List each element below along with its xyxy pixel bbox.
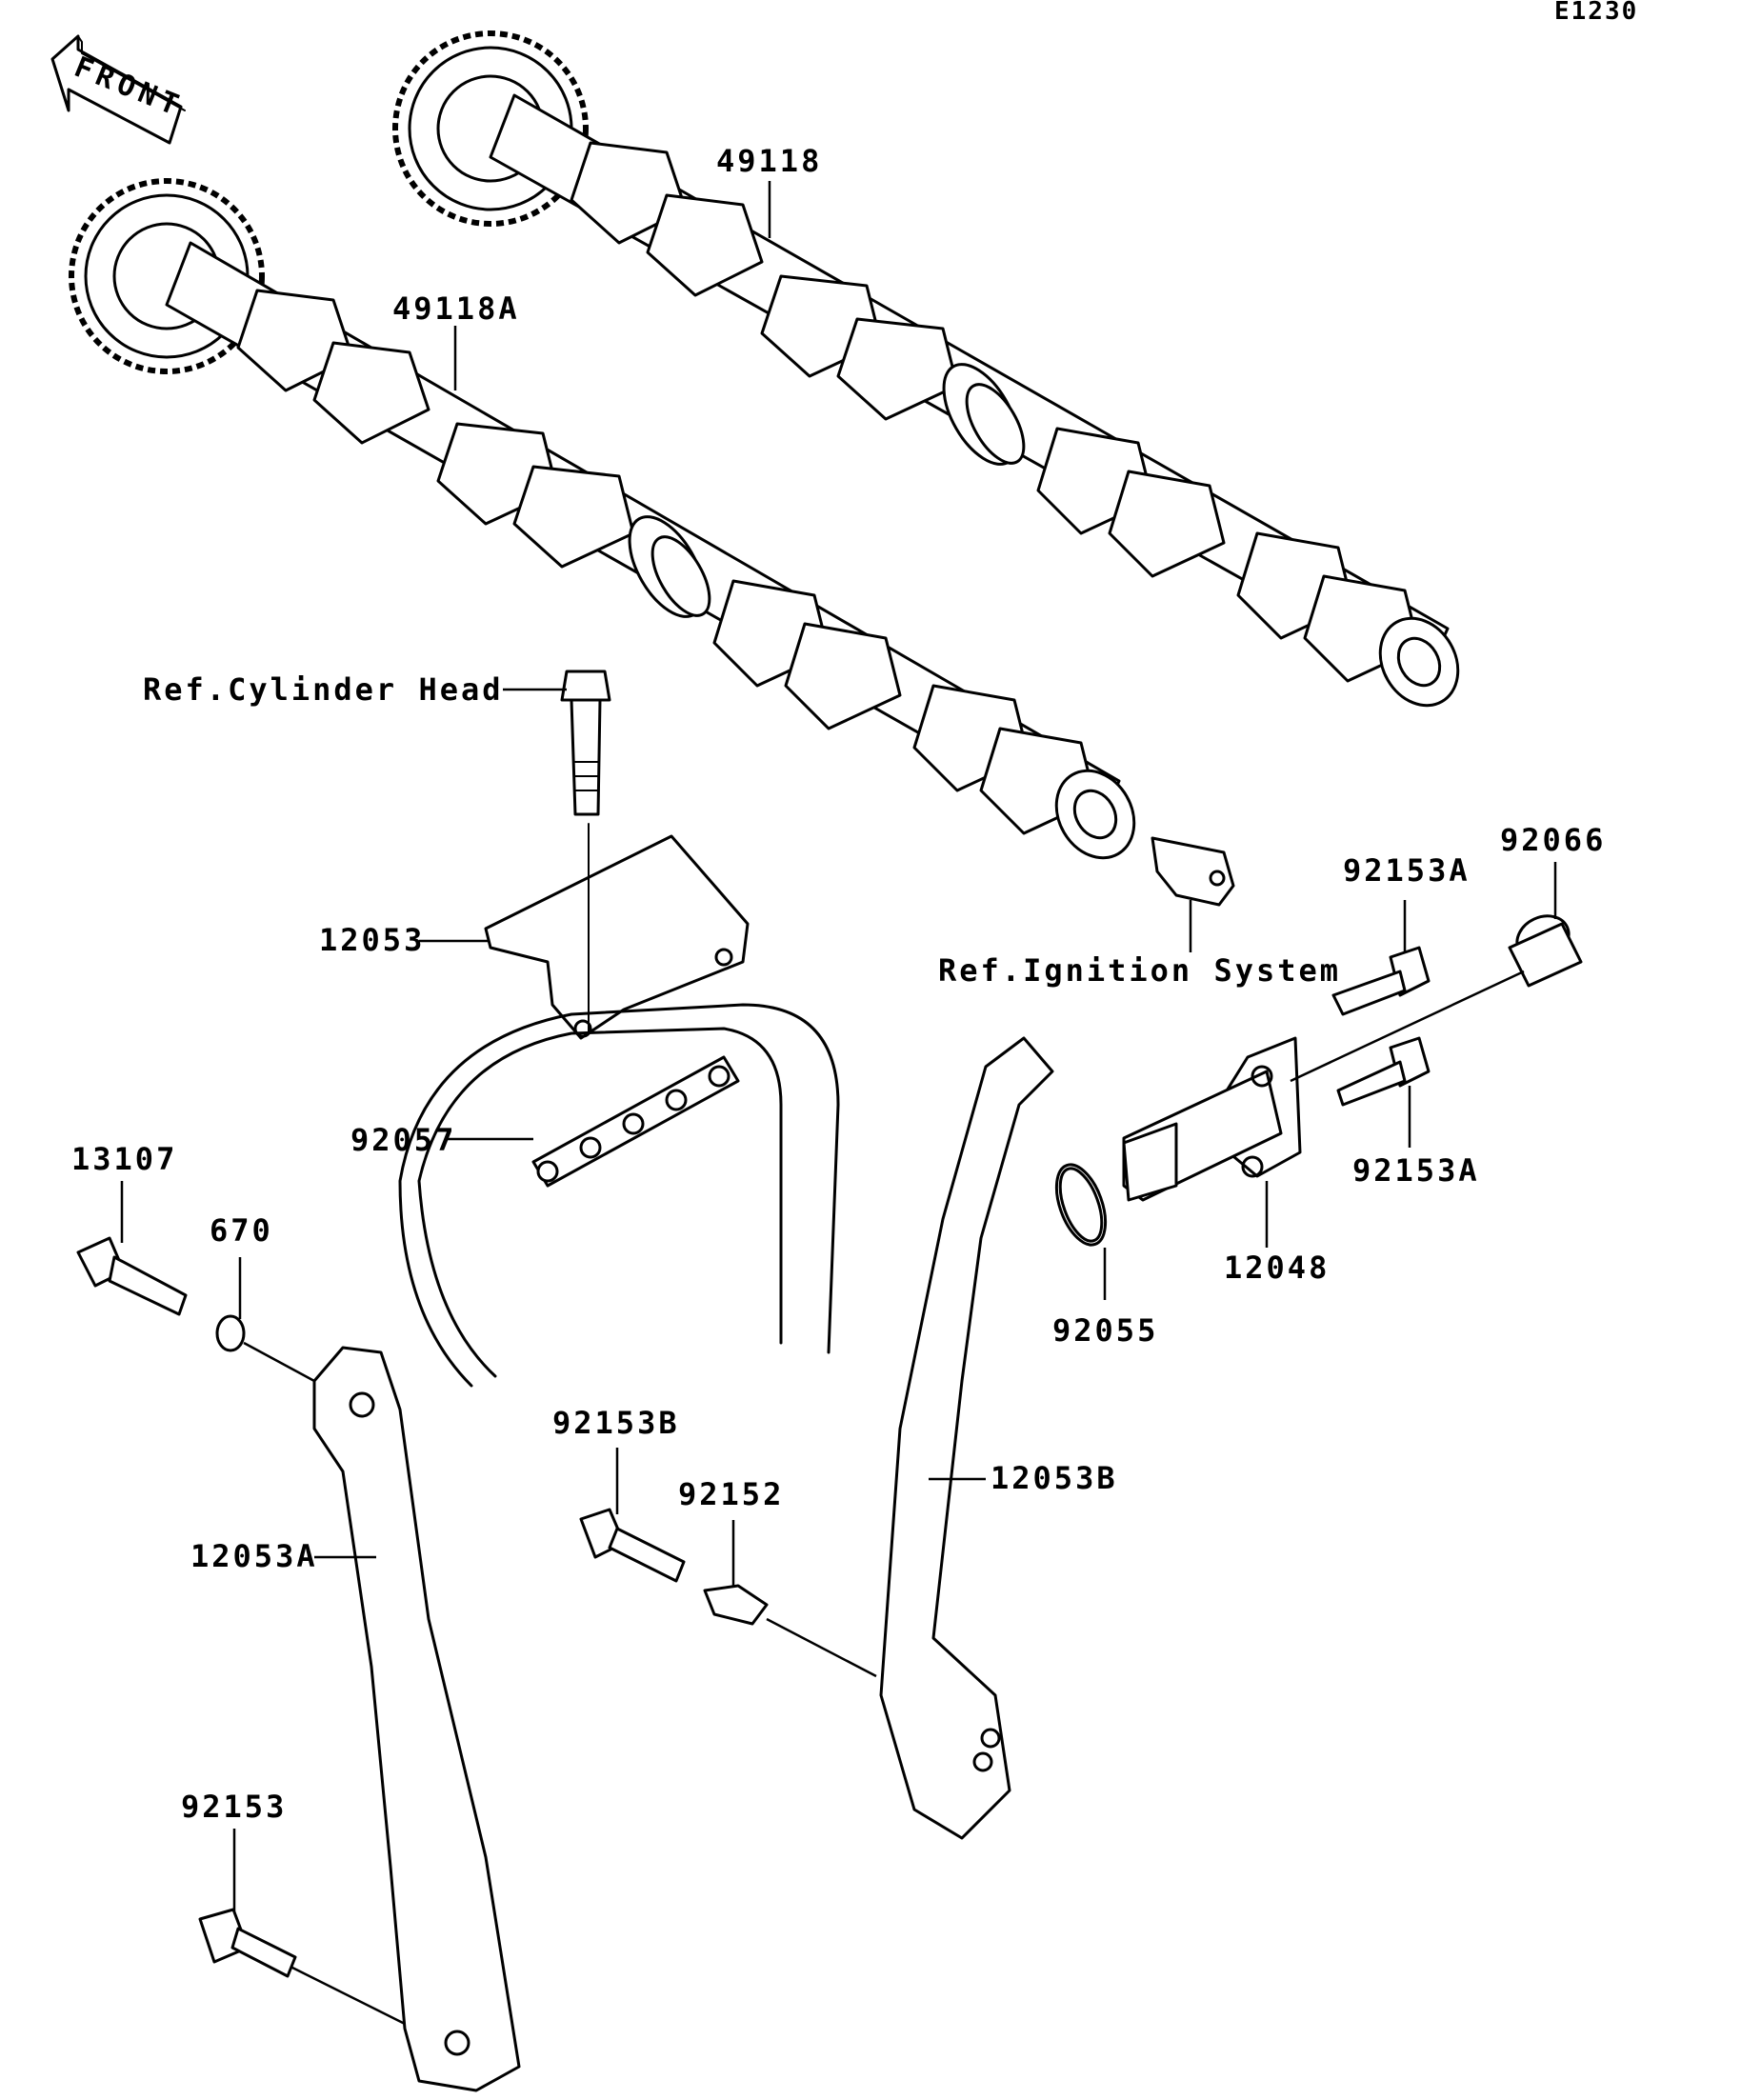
oring-92055 — [1054, 1163, 1108, 1247]
label-12053B: 12053B — [991, 1460, 1118, 1496]
label-12048: 12048 — [1224, 1250, 1330, 1286]
label-92153A-top: 92153A — [1343, 852, 1471, 889]
label-92055: 92055 — [1052, 1312, 1158, 1349]
collar-92152 — [703, 1584, 769, 1626]
label-92153A-bottom: 92153A — [1352, 1152, 1480, 1189]
label-49118: 49118 — [716, 143, 822, 179]
label-92152: 92152 — [678, 1476, 784, 1512]
label-92153B: 92153B — [552, 1405, 680, 1441]
bolt-92153A-bottom — [1336, 1036, 1431, 1107]
label-92057: 92057 — [350, 1122, 456, 1158]
label-670: 670 — [210, 1212, 273, 1249]
label-12053: 12053 — [319, 922, 425, 958]
camshaft-intake — [69, 178, 1136, 860]
bolt-92153B — [579, 1508, 686, 1583]
label-49118A: 49118A — [392, 290, 520, 327]
cam-chain-tensioner — [1122, 1036, 1302, 1202]
oring-670 — [215, 1314, 246, 1352]
camshaft-exhaust — [392, 30, 1460, 708]
label-ref-cylinder-head: Ref.Cylinder Head — [143, 671, 504, 708]
front-arrow-icon: FRONT — [50, 34, 189, 145]
ignition-rotor-part — [1151, 836, 1235, 907]
label-92066: 92066 — [1500, 822, 1606, 858]
label-12053A: 12053A — [190, 1538, 318, 1574]
bolt-92153A-top — [1331, 946, 1431, 1016]
chain-guide-top — [484, 823, 750, 1040]
label-92153: 92153 — [181, 1789, 287, 1825]
cam-chain — [398, 1003, 840, 1388]
chain-guide-right — [879, 1036, 1054, 1840]
bolt-92153 — [198, 1908, 297, 1978]
bolt-13107 — [76, 1236, 188, 1316]
label-13107: 13107 — [71, 1141, 177, 1177]
bolt-cylinder-head — [560, 670, 611, 816]
chain-guide-left — [312, 1346, 521, 2092]
label-ref-ignition-system: Ref.Ignition System — [938, 952, 1341, 989]
diagram-code: E1230 — [1554, 0, 1638, 26]
